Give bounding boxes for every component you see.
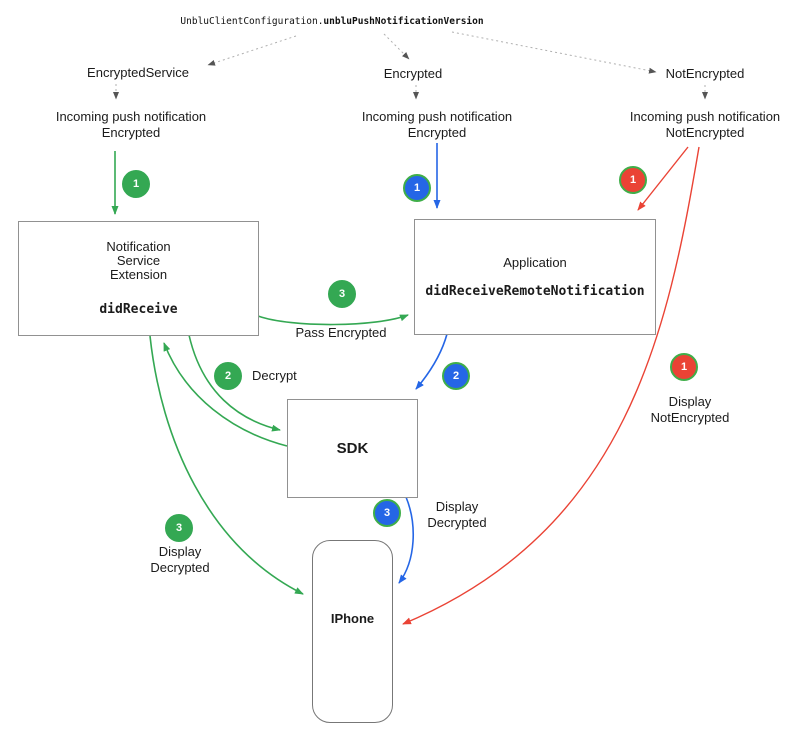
step-badge-blue-2: 2 bbox=[442, 362, 470, 390]
dotted-arrow-to-encryptedservice bbox=[207, 35, 297, 66]
step-badge-blue-1: 1 bbox=[403, 174, 431, 202]
title-config-class: UnbluClientConfiguration. bbox=[180, 16, 324, 27]
dotted-arrow-to-notencrypted bbox=[451, 31, 657, 74]
red-arrow-incoming-to-iphone-display bbox=[402, 146, 700, 625]
step-badge-green-2-decrypt: 2 bbox=[214, 362, 242, 390]
edge-label-pass-encrypted: Pass Encrypted bbox=[295, 325, 387, 340]
edge-label-line-2: Decrypted bbox=[150, 560, 210, 575]
incoming-line-2: Encrypted bbox=[101, 125, 161, 140]
edge-label-display-decrypted-blue: Display Decrypted bbox=[427, 499, 486, 531]
step-badge-green-1: 1 bbox=[122, 170, 150, 198]
nse-name-line-1: Notification bbox=[106, 239, 171, 254]
incoming-line-2: Encrypted bbox=[407, 125, 467, 140]
green-arrow-sdk-to-nse-return bbox=[163, 342, 288, 447]
dotted-arrow-to-encrypted bbox=[383, 33, 410, 60]
node-application: Application didReceiveRemoteNotification bbox=[414, 219, 656, 335]
blue-arrow-sdk-to-iphone-display bbox=[398, 496, 414, 584]
incoming-line-1: Incoming push notification bbox=[55, 109, 207, 124]
nse-method-didreceive: didReceive bbox=[99, 302, 178, 317]
mode-label-notencrypted: NotEncrypted bbox=[665, 66, 745, 81]
edge-label-decrypt: Decrypt bbox=[252, 368, 297, 383]
edge-label-line-1: Display bbox=[668, 394, 712, 409]
incoming-line-1: Incoming push notification bbox=[629, 109, 781, 124]
edge-label-display-notencrypted: Display NotEncrypted bbox=[651, 394, 730, 426]
edge-label-line-2: Decrypted bbox=[427, 515, 487, 530]
green-arrow-nse-to-sdk-decrypt bbox=[188, 334, 281, 432]
edge-label-line-1: Display bbox=[435, 499, 479, 514]
incoming-text-encryptedservice: Incoming push notification Encrypted bbox=[56, 109, 206, 141]
incoming-line-1: Incoming push notification bbox=[361, 109, 513, 124]
red-arrow-incoming-to-application bbox=[637, 146, 689, 211]
mode-label-encrypted: Encrypted bbox=[383, 66, 443, 81]
sdk-label: SDK bbox=[336, 440, 369, 457]
blue-arrow-application-to-sdk bbox=[415, 333, 448, 390]
step-badge-red-1: 1 bbox=[619, 166, 647, 194]
nse-name-line-3: Extension bbox=[109, 267, 168, 282]
incoming-text-notencrypted: Incoming push notification NotEncrypted bbox=[630, 109, 780, 141]
application-method-didreceiveremotenotification: didReceiveRemoteNotification bbox=[425, 284, 645, 299]
incoming-line-2: NotEncrypted bbox=[665, 125, 745, 140]
step-badge-red-1-display: 1 bbox=[670, 353, 698, 381]
incoming-text-encrypted: Incoming push notification Encrypted bbox=[362, 109, 512, 141]
edge-label-line-2: NotEncrypted bbox=[650, 410, 730, 425]
nse-name-line-2: Service bbox=[116, 253, 161, 268]
application-name: Application bbox=[503, 255, 567, 270]
diagram-title: UnbluClientConfiguration.unbluPushNotifi… bbox=[180, 16, 483, 27]
green-arrow-nse-to-iphone-display bbox=[149, 335, 304, 595]
iphone-label: IPhone bbox=[330, 611, 375, 626]
node-iphone: IPhone bbox=[312, 540, 393, 723]
step-badge-green-3-pass-encrypted: 3 bbox=[328, 280, 356, 308]
title-config-property: unbluPushNotificationVersion bbox=[323, 16, 484, 27]
step-badge-blue-3: 3 bbox=[373, 499, 401, 527]
mode-label-encryptedservice: EncryptedService bbox=[87, 65, 189, 80]
step-badge-green-3-display: 3 bbox=[165, 514, 193, 542]
green-arrow-pass-encrypted bbox=[257, 314, 409, 326]
node-sdk: SDK bbox=[287, 399, 418, 498]
edge-label-line-1: Display bbox=[158, 544, 202, 559]
edge-label-display-decrypted-green: Display Decrypted bbox=[150, 544, 209, 576]
node-notification-service-extension: Notification Service Extension didReceiv… bbox=[18, 221, 259, 336]
